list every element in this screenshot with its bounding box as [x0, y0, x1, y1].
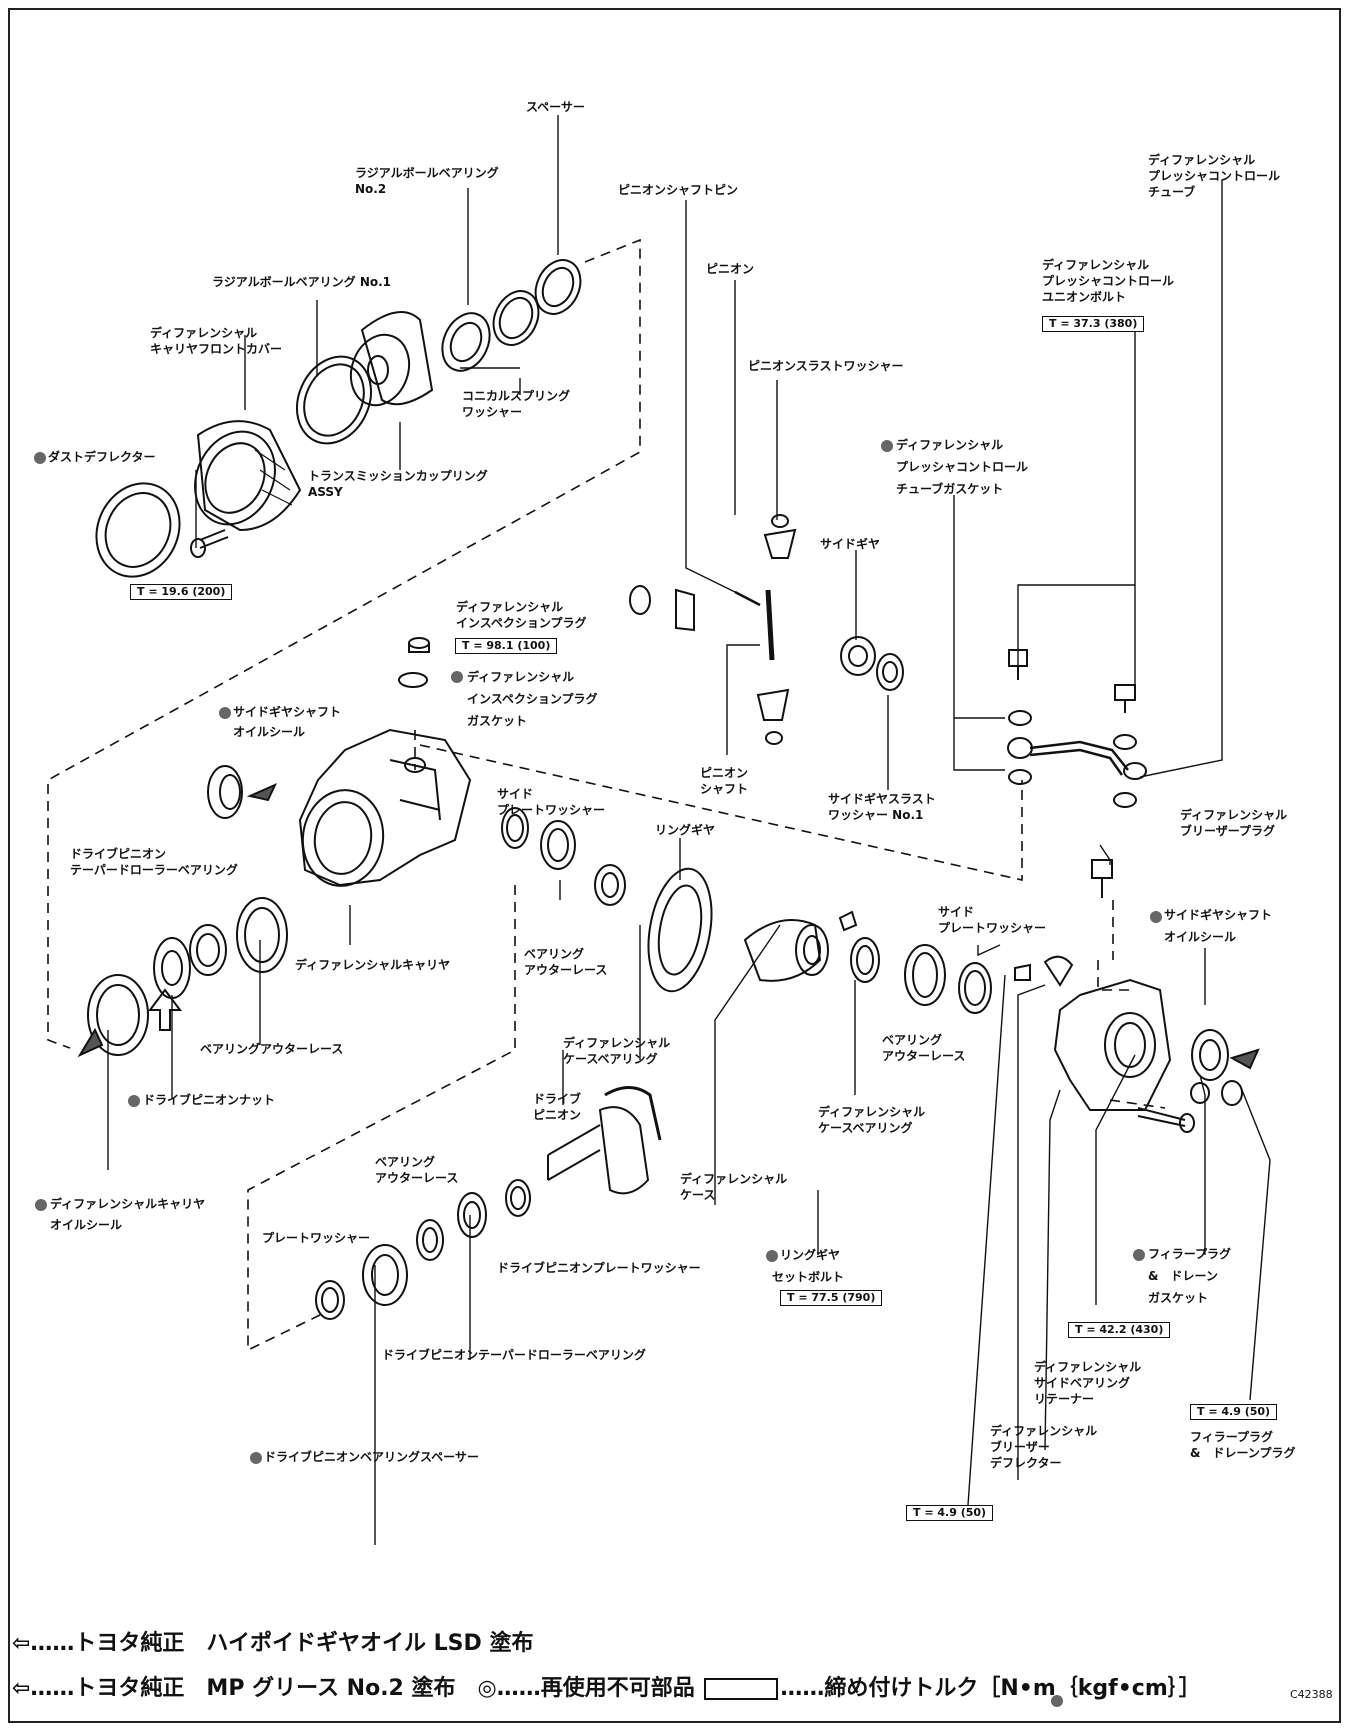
- label-diff-case-line2: ケース: [680, 1188, 716, 1202]
- label-bearing-outer-race-right-line1: ベアリング: [882, 1033, 943, 1047]
- label-side-plate-washer-left-line2: プレートワッシャー: [497, 803, 606, 817]
- label-case-bearing-right-line1: ディファレンシャル: [818, 1105, 926, 1119]
- figure-code: C42388: [1290, 1688, 1333, 1701]
- label-side-gear: サイドギヤ: [820, 537, 881, 551]
- label-breather-deflector-line2: ブリーザー: [990, 1440, 1050, 1454]
- label-inspection-gasket-line2: インスペクションプラグ: [467, 692, 598, 706]
- label-conical-spring-washer-line2: ワッシャー: [462, 405, 523, 419]
- label-bearing-outer-race-mid-line2: アウターレース: [524, 963, 608, 977]
- label-ring-gear: リングギヤ: [655, 823, 716, 837]
- label-dust-deflector: ダストデフレクター: [48, 450, 156, 464]
- torque-front-cover-bolt: T = 19.6 (200): [130, 584, 233, 600]
- label-side-plate-washer-right-line2: プレートワッシャー: [938, 921, 1047, 935]
- label-radial-ball-bearing-no2-line2: No.2: [355, 182, 387, 196]
- torque-ring-gear-bolt: T = 77.5 (790): [780, 1290, 883, 1306]
- label-drive-pinion-line2: ピニオン: [533, 1108, 582, 1122]
- label-pinion: ピニオン: [706, 262, 755, 276]
- torque-filler-drain-plug: T = 4.9 (50): [1190, 1404, 1278, 1420]
- label-bearing-outer-race-low-line1: ベアリング: [375, 1155, 436, 1169]
- legend-torque-text: ……締め付けトルク［N•m｛kgf•cm｝］: [780, 1676, 1201, 1701]
- label-pinion-shaft-line1: ピニオン: [700, 766, 749, 780]
- label-pressure-control-tube-line2: プレッシャコントロール: [1148, 169, 1281, 183]
- diagram-frame: [8, 8, 1341, 1723]
- label-drive-pinion-plate-washer: ドライブピニオンプレートワッシャー: [497, 1261, 701, 1275]
- label-drive-pinion-bearing-line2: テーパードローラーベアリング: [70, 863, 238, 877]
- label-side-oil-seal-left-line1: サイドギヤシャフト: [233, 705, 342, 719]
- label-inspection-gasket-line3: ガスケット: [467, 714, 528, 728]
- label-drive-pinion-line1: ドライブ: [533, 1092, 582, 1106]
- label-coupling-assy-line1: トランスミッションカップリング: [308, 469, 488, 483]
- label-union-bolt-line3: ユニオンボルト: [1042, 290, 1127, 304]
- label-diff-case-line1: ディファレンシャル: [680, 1172, 788, 1186]
- label-pressure-control-tube-line3: チューブ: [1148, 185, 1196, 199]
- torque-breather-plug: T = 4.9 (50): [906, 1505, 994, 1521]
- legend-torque-box-icon: [704, 1678, 779, 1700]
- label-side-oil-seal-right-line1: サイドギヤシャフト: [1164, 908, 1273, 922]
- label-coupling-assy-line2: ASSY: [308, 485, 343, 499]
- label-union-bolt-line2: プレッシャコントロール: [1042, 274, 1175, 288]
- label-inspection-plug-line1: ディファレンシャル: [456, 600, 564, 614]
- label-carrier-oil-seal-line1: ディファレンシャルキャリヤ: [50, 1197, 206, 1211]
- label-side-bearing-retainer-line3: リテーナー: [1034, 1392, 1095, 1406]
- label-side-oil-seal-left-line2: オイルシール: [233, 725, 306, 739]
- label-bearing-outer-race-low-line2: アウターレース: [375, 1171, 459, 1185]
- torque-retainer-bolt: T = 42.2 (430): [1068, 1322, 1171, 1338]
- label-side-plate-washer-right-line1: サイド: [938, 905, 975, 919]
- legend-grease-and-torque: ⇦……トヨタ純正 MP グリース No.2 塗布 ◎……再使用不可部品 ……締め…: [12, 1675, 1201, 1703]
- label-breather-deflector-line3: デフレクター: [990, 1456, 1062, 1470]
- label-bearing-outer-race-mid-line1: ベアリング: [524, 947, 585, 961]
- label-case-bearing-left-line2: ケースベアリング: [563, 1052, 658, 1066]
- label-plate-washer: プレートワッシャー: [262, 1231, 371, 1245]
- label-side-plate-washer-left-line1: サイド: [497, 787, 534, 801]
- label-carrier-oil-seal-line2: オイルシール: [50, 1218, 123, 1232]
- label-drive-pinion-nut: ドライブピニオンナット: [143, 1093, 276, 1107]
- torque-union-bolt: T = 37.3 (380): [1042, 316, 1145, 332]
- label-tube-gasket-line1: ディファレンシャル: [896, 438, 1004, 452]
- label-pinion-thrust-washer: ピニオンスラストワッシャー: [748, 359, 904, 373]
- label-pressure-control-tube-line1: ディファレンシャル: [1148, 153, 1256, 167]
- label-filler-gasket-line1: フィラープラグ: [1148, 1247, 1232, 1261]
- label-inspection-gasket-line1: ディファレンシャル: [467, 670, 575, 684]
- label-filler-drain-plug-line1: フィラープラグ: [1190, 1430, 1274, 1444]
- label-bearing-outer-race-left: ベアリングアウターレース: [200, 1042, 344, 1056]
- label-radial-ball-bearing-no1: ラジアルボールベアリング No.1: [212, 275, 392, 289]
- label-bearing-outer-race-right-line2: アウターレース: [882, 1049, 966, 1063]
- label-ring-gear-bolt-line1: リングギヤ: [780, 1248, 841, 1262]
- label-tube-gasket-line3: チューブガスケット: [896, 482, 1004, 496]
- label-side-thrust-washer-line2: ワッシャー No.1: [828, 808, 924, 822]
- label-spacer: スペーサー: [526, 100, 585, 114]
- legend-grease-text: ⇦……トヨタ純正 MP グリース No.2 塗布 ◎……再使用不可部品: [12, 1676, 695, 1701]
- label-side-thrust-washer-line1: サイドギヤスラスト: [828, 792, 936, 806]
- label-drive-pinion-bearing-line1: ドライブピニオン: [70, 847, 167, 861]
- label-filler-drain-plug-line2: & ドレーンプラグ: [1190, 1446, 1296, 1460]
- legend-hypoid-oil: ⇦……トヨタ純正 ハイポイドギヤオイル LSD 塗布: [12, 1631, 534, 1656]
- label-inspection-plug-line2: インスペクションプラグ: [456, 616, 587, 630]
- label-carrier: ディファレンシャルキャリヤ: [295, 958, 451, 972]
- label-radial-ball-bearing-no2-line1: ラジアルボールベアリング: [355, 166, 499, 180]
- label-ring-gear-bolt-line2: セットボルト: [772, 1270, 845, 1284]
- label-pinion-bearing-spacer: ドライブピニオンベアリングスペーサー: [264, 1450, 479, 1464]
- label-breather-plug-line2: ブリーザープラグ: [1180, 824, 1276, 838]
- label-front-cover-line1: ディファレンシャル: [150, 326, 258, 340]
- label-pinion-shaft-pin: ピニオンシャフトピン: [618, 183, 739, 197]
- label-case-bearing-left-line1: ディファレンシャル: [563, 1036, 671, 1050]
- label-breather-plug-line1: ディファレンシャル: [1180, 808, 1288, 822]
- torque-inspection-plug: T = 98.1 (100): [455, 638, 558, 654]
- label-tube-gasket-line2: プレッシャコントロール: [896, 460, 1029, 474]
- label-conical-spring-washer-line1: コニカルスプリング: [462, 389, 571, 403]
- label-filler-gasket-line3: ガスケット: [1148, 1291, 1209, 1305]
- label-case-bearing-right-line2: ケースベアリング: [818, 1121, 913, 1135]
- label-union-bolt-line1: ディファレンシャル: [1042, 258, 1150, 272]
- label-front-cover-line2: キャリヤフロントカバー: [150, 342, 283, 356]
- label-breather-deflector-line1: ディファレンシャル: [990, 1424, 1098, 1438]
- label-filler-gasket-line2: & ドレーン: [1148, 1269, 1218, 1283]
- label-side-bearing-retainer-line1: ディファレンシャル: [1034, 1360, 1142, 1374]
- label-side-oil-seal-right-line2: オイルシール: [1164, 930, 1237, 944]
- label-pinion-shaft-line2: シャフト: [700, 782, 749, 796]
- label-drive-pinion-taper-bearing: ドライブピニオンテーパードローラーベアリング: [382, 1348, 646, 1362]
- label-side-bearing-retainer-line2: サイドベアリング: [1034, 1376, 1131, 1390]
